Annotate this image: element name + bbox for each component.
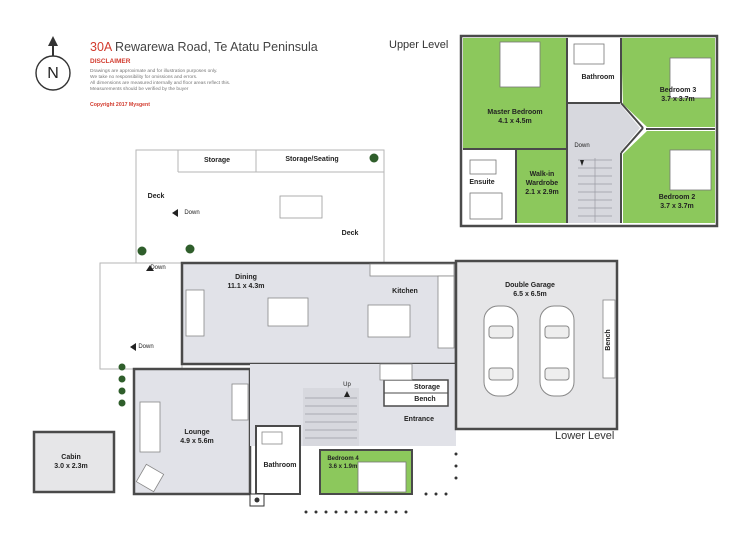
bedroom-4-size: 3.6 x 1.9m <box>328 464 358 470</box>
copyright: Copyright 2017 Mysgent <box>90 102 150 108</box>
bedroom-4-name: Bedroom 4 <box>327 456 359 462</box>
ensuite-label: Ensuite <box>469 179 495 186</box>
dining-size: 11.1 x 4.3m <box>227 283 265 290</box>
address-number: 30A <box>90 40 112 54</box>
dining-kitchen <box>180 261 458 366</box>
deck-right-label: Deck <box>341 230 359 237</box>
upper-hallway <box>568 104 640 223</box>
disclaimer-line: Drawings are approximate and for illustr… <box>90 69 218 74</box>
bedroom-3-size: 3.7 x 3.7m <box>661 96 695 103</box>
master-bedroom-size: 4.1 x 4.5m <box>498 118 532 125</box>
cabin-size: 3.0 x 2.3m <box>54 463 88 470</box>
lounge-name: Lounge <box>184 429 210 436</box>
compass-letter: N <box>47 65 59 82</box>
garage-bench-label: Bench <box>605 329 612 351</box>
upper-stairs-down: Down <box>574 143 590 149</box>
deck-down-2: Down <box>150 265 166 271</box>
bedroom-3-name: Bedroom 3 <box>659 87 697 94</box>
wardrobe-name-2: Wardrobe <box>525 180 559 187</box>
disclaimer-text: Drawings are approximate and for illustr… <box>90 69 260 93</box>
storage-label: Storage <box>203 157 231 164</box>
lower-bathroom-label: Bathroom <box>263 462 297 469</box>
disclaimer-line: We take no responsibility for omissions … <box>90 75 198 80</box>
double-garage <box>454 259 619 431</box>
walk-in-wardrobe <box>517 149 567 223</box>
upper-bathroom-label: Bathroom <box>581 74 615 81</box>
master-bedroom-name: Master Bedroom <box>487 109 543 116</box>
upper-level-label: Upper Level <box>389 39 449 51</box>
cabin-name: Cabin <box>61 454 81 461</box>
deck-down-1: Down <box>184 210 200 216</box>
entrance-label: Entrance <box>404 416 434 423</box>
disclaimer-heading: DISCLAIMER <box>90 58 131 65</box>
cabin <box>32 430 116 494</box>
garage-cars <box>483 305 575 397</box>
storage-seating-label: Storage/Seating <box>285 156 339 163</box>
stairs-up-label: Up <box>343 382 351 388</box>
address-street: Rewarewa Road, Te Atatu Peninsula <box>111 40 318 54</box>
wardrobe-name: Walk-in <box>529 171 555 178</box>
dining-name: Dining <box>235 274 257 281</box>
disclaimer-line: Measurements should be verified by the b… <box>90 87 189 92</box>
deck-left-label: Deck <box>147 193 165 200</box>
wardrobe-size: 2.1 x 2.9m <box>525 189 559 196</box>
compass <box>35 36 71 91</box>
page-title: 30A Rewarewa Road, Te Atatu Peninsula <box>90 40 318 54</box>
lower-level-label: Lower Level <box>555 430 615 442</box>
garage-size: 6.5 x 6.5m <box>513 291 547 298</box>
lounge-size: 4.9 x 5.6m <box>180 438 214 445</box>
garage-name: Double Garage <box>505 282 555 289</box>
lower-level-plan <box>32 149 619 514</box>
bedroom-2-size: 3.7 x 3.7m <box>660 203 694 210</box>
deck-down-3: Down <box>138 344 154 350</box>
storage2-label: Storage <box>413 384 441 391</box>
disclaimer-line: All dimensions are measured internally a… <box>90 81 231 86</box>
upper-level-plan <box>459 34 719 228</box>
bedroom-2-name: Bedroom 2 <box>658 194 696 201</box>
kitchen-label: Kitchen <box>392 288 418 295</box>
bench-label: Bench <box>414 396 436 403</box>
